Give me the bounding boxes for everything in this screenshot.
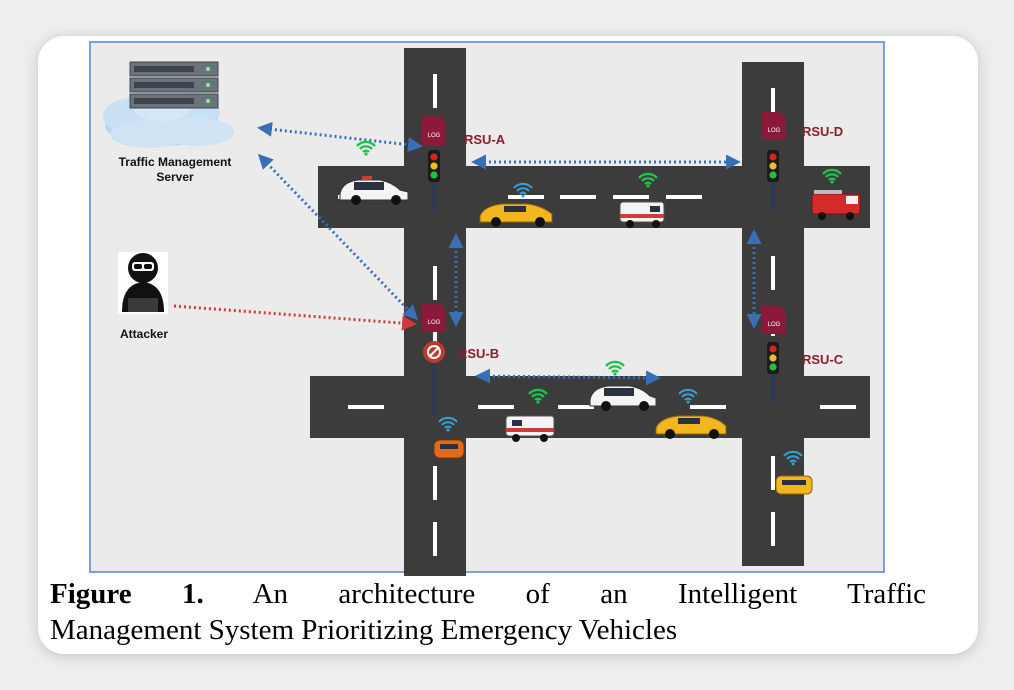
caption-line2: Management System Prioritizing Emergency… (50, 614, 678, 646)
svg-text:LOG: LOG (768, 322, 781, 328)
ambulance-icon-2 (505, 388, 555, 442)
link-attacker-rsu-b (173, 304, 417, 331)
rsu-b-blocked-icon (423, 341, 445, 416)
svg-text:LOG: LOG (428, 133, 441, 139)
attacker-label: Attacker (120, 327, 168, 341)
attacker-icon (118, 252, 168, 314)
link-rsu-b-vehicle (475, 368, 661, 386)
rsu-b-label: RSU-B (458, 346, 499, 361)
police-car-icon (339, 140, 409, 205)
svg-text:LOG: LOG (428, 320, 441, 326)
rsu-a-label: RSU-A (464, 132, 506, 147)
rsu-c-log-icon: LOG (762, 306, 786, 334)
caption-line1-text: An architecture of an Intelligent Traffi… (252, 578, 926, 610)
architecture-diagram: Traffic Management Server Attacker LOG (103, 48, 870, 576)
traffic-management-server-icon (103, 61, 234, 148)
rsu-c-label: RSU-C (802, 352, 844, 367)
server-label-line1: Traffic Management (119, 155, 232, 169)
communication-links (173, 121, 762, 386)
orange-car-icon (433, 416, 465, 459)
rsu-b-log-icon: LOG (422, 304, 446, 332)
fire-truck-icon (811, 168, 861, 220)
rsu-d-log-icon: LOG (762, 112, 786, 140)
police-car-icon-2 (589, 360, 657, 411)
ambulance-icon (619, 172, 665, 228)
rsu-a-log-icon: LOG (422, 116, 446, 146)
caption-label: Figure 1. (50, 578, 204, 610)
rsu-d-label: RSU-D (802, 124, 843, 139)
figure-card: Traffic Management Server Attacker LOG (38, 36, 978, 654)
svg-text:LOG: LOG (768, 128, 781, 134)
caption-line1: Figure 1. An architecture of an Intellig… (50, 576, 926, 612)
yellow-car-icon-2 (655, 388, 727, 439)
taxi-car-icon (775, 450, 813, 495)
server-label-line2: Server (156, 170, 194, 184)
figure-caption: Figure 1. An architecture of an Intellig… (50, 576, 926, 654)
yellow-car-icon (479, 182, 553, 227)
link-server-rsu-a (257, 121, 423, 153)
